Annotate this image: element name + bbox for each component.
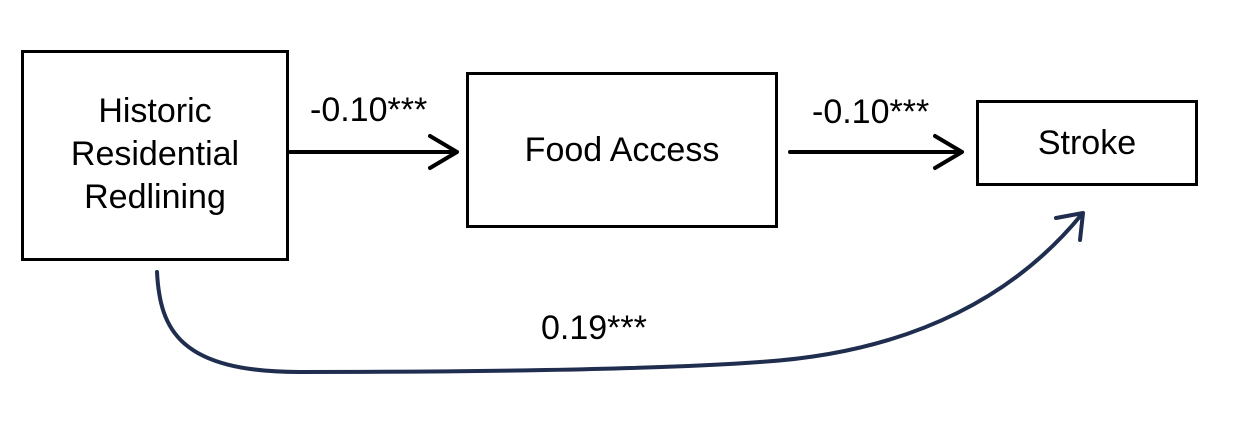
- edge-label-food-to-stroke: -0.10***: [812, 93, 930, 131]
- arrow-redlining-to-stroke: [155, 211, 1085, 374]
- node-label: Historic Residential Redlining: [71, 90, 239, 219]
- node-label-line: Redlining: [84, 178, 226, 216]
- edge-label-redlining-to-food: -0.10***: [310, 91, 428, 129]
- node-label: Food Access: [524, 130, 720, 169]
- arrow-redlining-to-food: [288, 134, 459, 170]
- arrow-food-to-stroke: [788, 134, 964, 170]
- node-historic-residential-redlining: Historic Residential Redlining: [21, 50, 289, 261]
- node-stroke: Stroke: [976, 100, 1198, 186]
- node-label-line: Historic: [98, 92, 212, 130]
- node-food-access: Food Access: [466, 72, 778, 228]
- node-label: Stroke: [1037, 123, 1137, 162]
- edge-label-redlining-to-stroke: 0.19***: [541, 309, 647, 347]
- node-label-line: Residential: [70, 135, 240, 173]
